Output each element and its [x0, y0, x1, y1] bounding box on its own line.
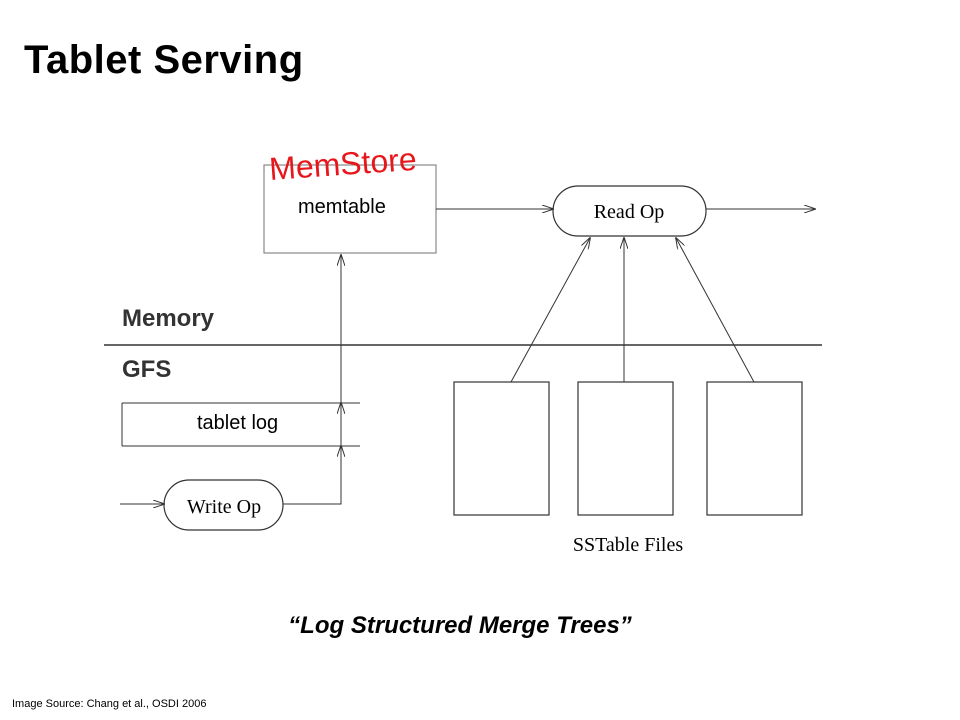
read-op-label: Read Op: [594, 201, 665, 223]
write-path-line: [283, 260, 342, 505]
tablet-log-label: tablet log: [197, 412, 278, 434]
sstable-3-to-read-arrow: [676, 238, 755, 383]
memtable-box: [263, 164, 437, 254]
sstable-1-to-read-arrow: [510, 238, 590, 383]
sstable-file-1: [453, 381, 550, 516]
memtable-label: memtable: [298, 196, 386, 218]
write-op-label: Write Op: [187, 496, 261, 518]
slide-caption: “Log Structured Merge Trees”: [288, 612, 632, 639]
slide-title: Tablet Serving: [24, 38, 304, 82]
memory-label: Memory: [122, 305, 215, 332]
gfs-label: GFS: [122, 356, 171, 383]
sstable-file-3: [706, 381, 803, 516]
sstable-file-2: [577, 381, 674, 516]
sstable-files-label: SSTable Files: [573, 534, 683, 556]
image-source: Image Source: Chang et al., OSDI 2006: [12, 698, 207, 710]
